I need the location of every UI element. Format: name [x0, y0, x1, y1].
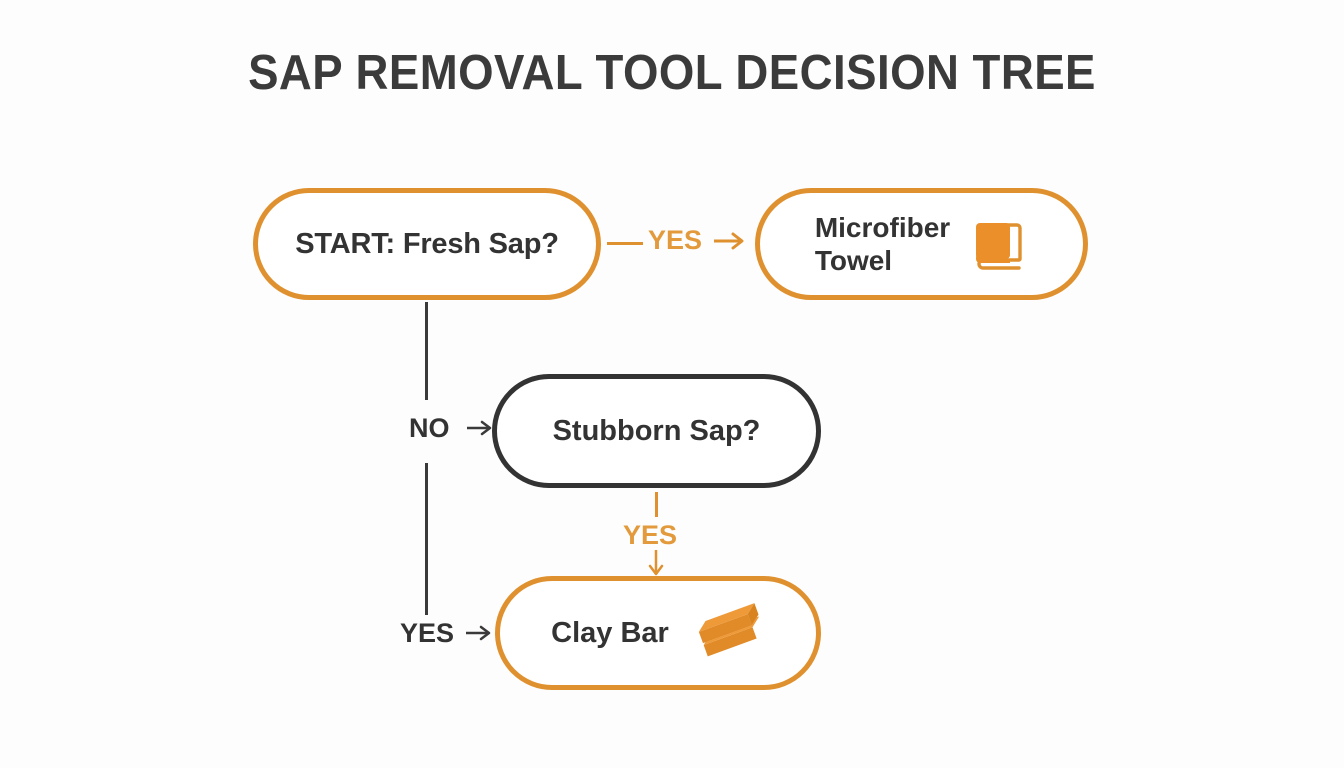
node-clay-bar-label: Clay Bar: [551, 616, 669, 649]
edge-label-yes-stubborn-clay: YES: [623, 520, 678, 550]
node-stubborn-sap-label: Stubborn Sap?: [552, 414, 761, 447]
node-clay-bar[interactable]: Clay Bar: [495, 576, 821, 690]
edge-label-yes-start-clay: YES: [400, 618, 455, 648]
node-microfiber-towel-label: Microfiber Towel: [814, 211, 951, 276]
node-microfiber-towel[interactable]: Microfiber Towel: [755, 188, 1088, 300]
edge-arrow-stubborn-to-clay: [645, 550, 667, 580]
clay-bar-icon: [691, 600, 765, 666]
page-title: SAP REMOVAL TOOL DECISION TREE: [248, 46, 1096, 100]
edge-label-yes-start-towel: YES: [648, 225, 703, 255]
edge-line-start-down-upper: [425, 302, 428, 400]
node-stubborn-sap[interactable]: Stubborn Sap?: [492, 374, 821, 488]
edge-line-start-down-lower: [425, 463, 428, 615]
edge-arrow-start-to-towel: [714, 230, 748, 252]
edge-arrow-yes-to-clay: [466, 623, 496, 643]
node-start-fresh-sap[interactable]: START: Fresh Sap?: [253, 188, 601, 300]
edge-line-stubborn-to-clay: [655, 492, 658, 517]
edge-arrow-no-to-stubborn: [467, 418, 497, 438]
edge-line-start-to-towel: [607, 242, 643, 245]
folded-towel-icon: [966, 213, 1028, 275]
node-start-label: START: Fresh Sap?: [295, 227, 559, 260]
edge-label-no-start-stubborn: NO: [409, 413, 450, 443]
